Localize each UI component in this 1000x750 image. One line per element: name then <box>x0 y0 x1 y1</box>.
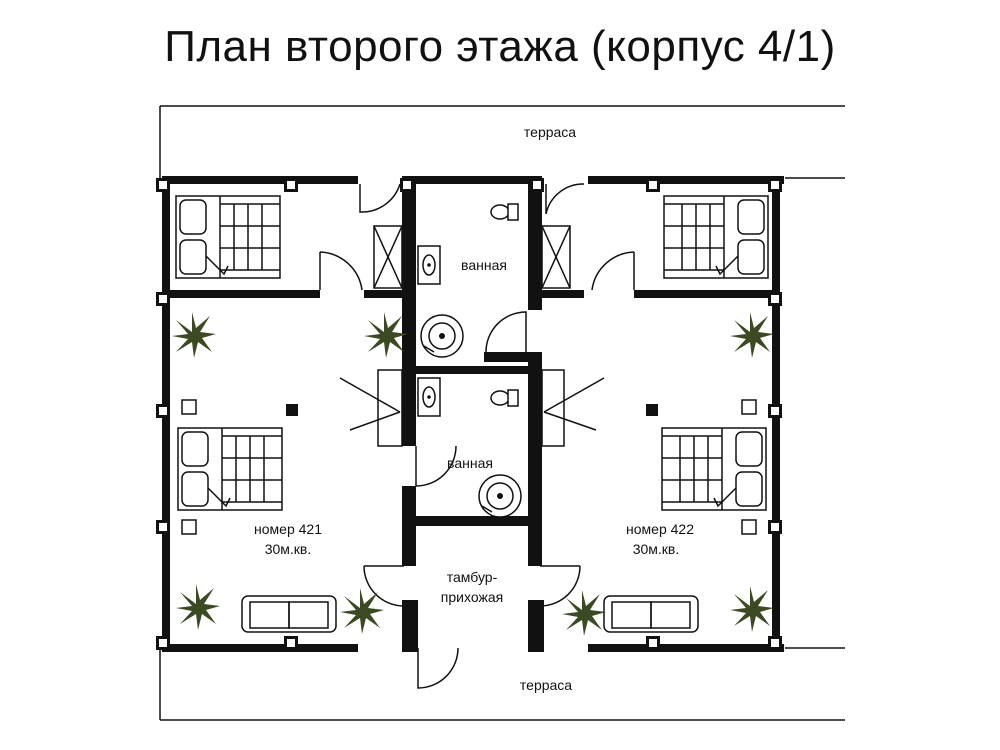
shower-lower <box>478 474 522 518</box>
bathroom-lower-label: ванная <box>447 455 493 471</box>
sofa-left <box>241 595 337 633</box>
room-422-name: номер 422 <box>626 521 694 537</box>
terrace-bottom-label: терраса <box>520 677 572 693</box>
doors <box>319 183 635 689</box>
toilet-lower <box>490 389 519 407</box>
sofa-right <box>603 595 699 633</box>
sink-lower <box>417 377 441 417</box>
bed-right-top <box>663 195 769 279</box>
plant-icon <box>364 312 408 358</box>
bed-left-lower <box>177 427 283 511</box>
plant-icon <box>730 312 774 358</box>
plant-icon <box>562 590 606 636</box>
toilet-upper <box>490 203 519 221</box>
sink-upper <box>417 245 441 285</box>
room-421-area: 30м.кв. <box>265 541 312 557</box>
bed-right-lower <box>661 427 767 511</box>
interior-walls <box>170 176 774 652</box>
room-422-area: 30м.кв. <box>633 541 680 557</box>
bed-left-top <box>175 195 281 279</box>
wardrobes <box>373 225 571 289</box>
plant-icon <box>730 586 774 632</box>
room-421-name: номер 421 <box>254 521 322 537</box>
vestibule-label-line1: тамбур- <box>447 569 498 585</box>
vanities <box>339 369 605 447</box>
vestibule-label-line2: прихожая <box>441 589 503 605</box>
posts <box>156 178 782 650</box>
bathroom-upper-label: ванная <box>461 257 507 273</box>
plant-icon <box>172 312 216 358</box>
plant-icon <box>176 584 220 630</box>
terrace-top-label: терраса <box>524 124 576 140</box>
page-title: План второго этажа (корпус 4/1) <box>164 22 836 71</box>
shower-upper <box>420 314 464 358</box>
